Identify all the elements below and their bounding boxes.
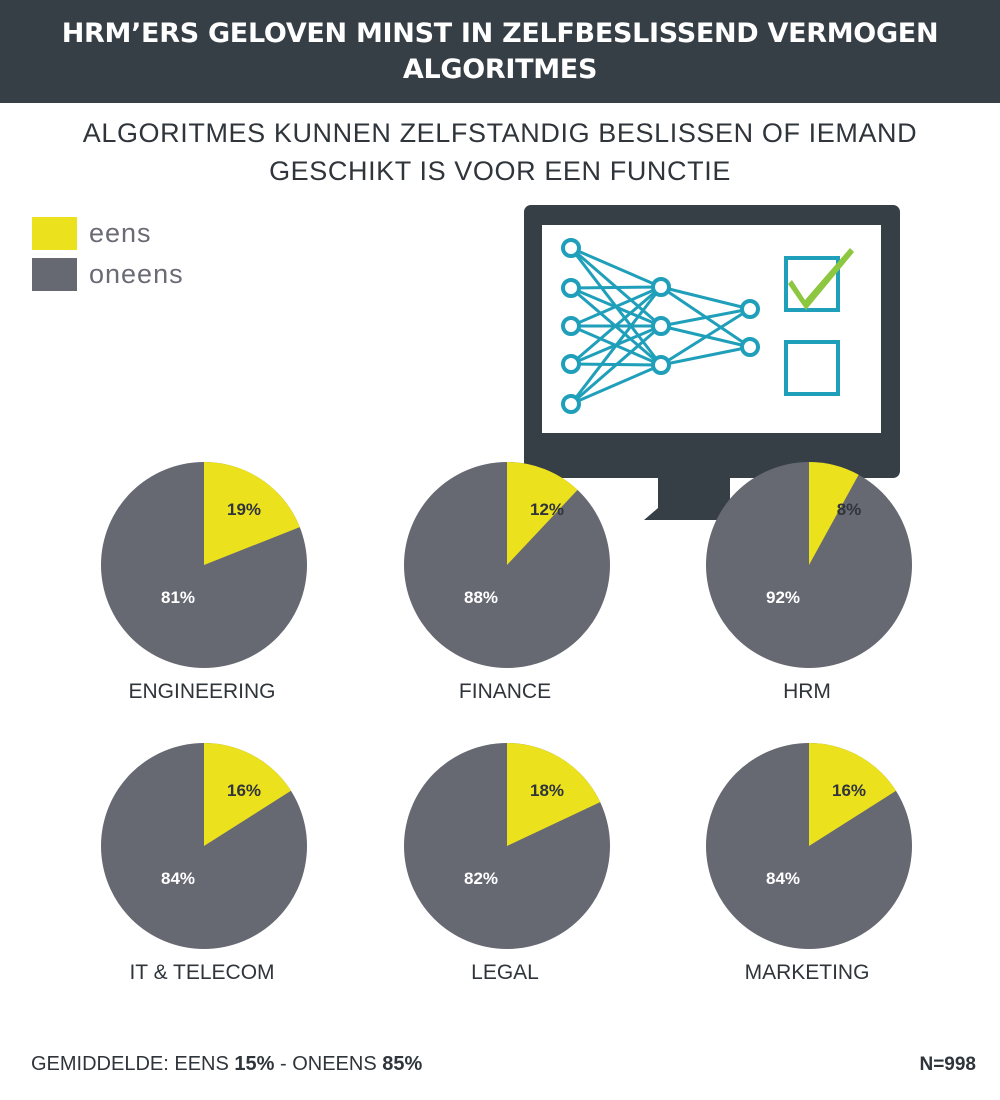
legend-swatch-eens [32,216,77,250]
eens-value-label: 8% [837,500,862,519]
legend-swatch-oneens [32,257,77,291]
pie-it-telecom: 16% 84% IT & TELECOM [101,743,307,984]
check-mark-icon [788,248,854,310]
slice-eens [809,743,896,846]
category-label: FINANCE [459,680,551,703]
subtitle-line-1: ALGORITMES KUNNEN ZELFSTANDIG BESLISSEN … [82,118,918,148]
checked-box-icon [784,248,854,312]
oneens-value-label: 81% [161,588,195,607]
average-oneens-value: 85% [382,1053,423,1075]
sample-size: N=998 [919,1054,976,1075]
slice-eens [507,462,578,565]
slice-eens [809,461,859,565]
title-line-2: ALGORITMES [402,54,598,85]
empty-box-icon [784,340,840,396]
oneens-value-label: 84% [766,869,800,888]
eens-value-label: 12% [530,500,564,519]
eens-value-label: 16% [227,781,261,800]
average-separator: - ONEENS [274,1053,383,1075]
oneens-value-label: 88% [464,588,498,607]
legend-item-eens: eens [32,213,184,253]
category-label: HRM [783,680,831,703]
legend-label-oneens: oneens [89,258,184,289]
legend-item-oneens: oneens [32,254,184,294]
category-label: ENGINEERING [128,680,275,703]
legend: eens oneens [32,213,184,295]
slice-eens [204,462,300,565]
eens-value-label: 18% [530,781,564,800]
legend-label-eens: eens [89,217,152,248]
title-line-1: HRM’ERS GELOVEN MINST IN ZELFBESLISSEND … [61,18,939,49]
neural-network-icon [561,238,760,414]
monitor-stand [644,478,730,520]
monitor-icon [524,205,900,520]
oneens-value-label: 82% [464,869,498,888]
eens-value-label: 16% [832,781,866,800]
slice-eens [507,743,601,846]
average-prefix: GEMIDDELDE: EENS [31,1053,235,1075]
title-banner: HRM’ERS GELOVEN MINST IN ZELFBESLISSEND … [0,0,1000,103]
pie-marketing: 16% 84% MARKETING [706,743,912,984]
subtitle: ALGORITMES KUNNEN ZELFSTANDIG BESLISSEN … [0,114,1000,190]
subtitle-line-2: GESCHIKT IS VOOR EEN FUNCTIE [269,156,731,186]
pie-finance: 12% 88% FINANCE [404,462,610,703]
pie-hrm: 8% 92% HRM [706,461,912,703]
eens-value-label: 19% [227,500,261,519]
slice-eens [204,743,291,846]
category-label: LEGAL [471,961,539,984]
oneens-value-label: 92% [766,588,800,607]
pie-engineering: 19% 81% ENGINEERING [101,462,307,703]
category-label: MARKETING [745,961,870,984]
oneens-value-label: 84% [161,869,195,888]
category-label: IT & TELECOM [129,961,274,984]
average-eens-value: 15% [234,1053,275,1075]
average-summary: GEMIDDELDE: EENS 15% - ONEENS 85% [31,1053,422,1076]
pie-legal: 18% 82% LEGAL [404,743,610,984]
